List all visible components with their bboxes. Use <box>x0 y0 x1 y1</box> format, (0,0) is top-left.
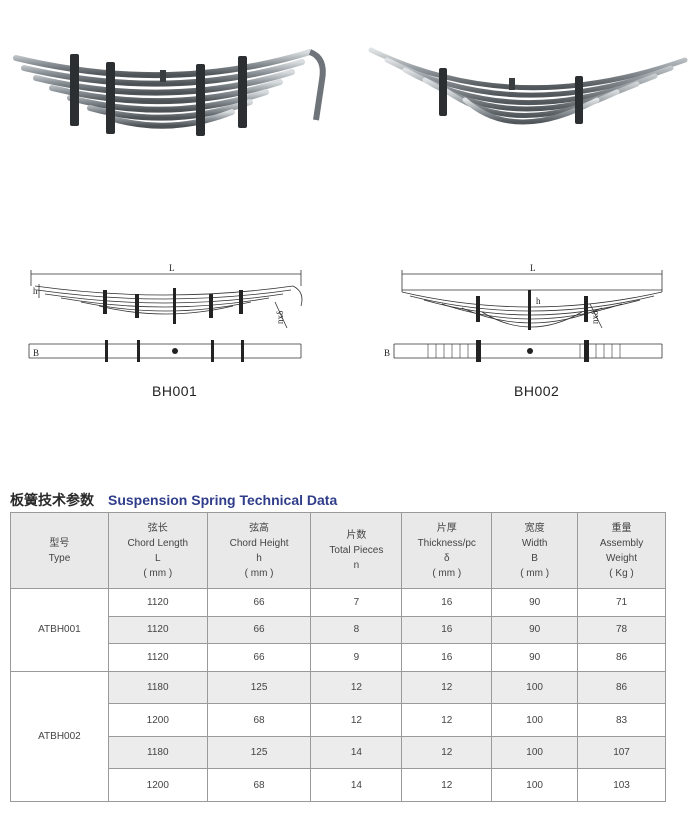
table-row: 1200 68 12 12 100 83 <box>11 703 666 737</box>
dim-thickness-b: nxδ <box>590 311 600 324</box>
section-title-en: Suspension Spring Technical Data <box>108 492 338 508</box>
type-cell-atbh001: ATBH001 <box>10 588 109 672</box>
table-row: 1120 66 9 16 90 86 <box>11 643 666 672</box>
table-cell: 100 <box>491 735 579 770</box>
table-cell: 68 <box>206 768 312 802</box>
table-cell: 125 <box>206 735 312 770</box>
table-row: 1200 68 14 12 100 103 <box>11 768 666 802</box>
dim-width-a: B <box>33 348 39 358</box>
table-cell: 12 <box>310 670 403 705</box>
table-cell: 12 <box>401 735 493 770</box>
table-cell: 16 <box>401 615 493 645</box>
table-cell: 90 <box>491 615 579 645</box>
technical-drawing-bh001: L h nxδ B <box>28 263 303 362</box>
table-cell: 14 <box>310 735 403 770</box>
table-cell: 1180 <box>107 735 208 770</box>
table-cell: 14 <box>310 768 403 802</box>
leaf-spring-photo-a <box>13 49 326 136</box>
table-cell: 90 <box>491 643 579 672</box>
table-cell: 12 <box>310 703 403 737</box>
table-cell: 83 <box>577 703 666 737</box>
table-cell: 100 <box>491 703 579 737</box>
table-cell: 8 <box>310 615 403 645</box>
technical-drawing-bh002: L h nxδ B <box>384 263 663 362</box>
dim-chord-height-b: h <box>536 296 541 306</box>
table-cell: 7 <box>310 588 403 617</box>
table-cell: 90 <box>491 588 579 617</box>
dim-chord-length-b: L <box>530 263 536 273</box>
table-cell: 1120 <box>107 643 208 672</box>
table-cell: 16 <box>401 588 493 617</box>
type-cell-atbh002: ATBH002 <box>10 670 109 802</box>
dim-chord-height-a: h <box>33 286 38 296</box>
table-cell: 103 <box>577 768 666 802</box>
table-cell: 12 <box>401 703 493 737</box>
table-cell: 9 <box>310 643 403 672</box>
table-cell: 78 <box>577 615 666 645</box>
dim-width-b: B <box>384 348 390 358</box>
table-cell: 12 <box>401 768 493 802</box>
table-cell: 86 <box>577 670 666 705</box>
table-row: ATBH001 1120 66 7 16 90 71 <box>10 588 666 672</box>
table-cell: 12 <box>401 670 493 705</box>
table-cell: 125 <box>206 670 312 705</box>
table-cell: 71 <box>577 588 666 617</box>
table-cell: 1120 <box>107 615 208 645</box>
dim-chord-length-a: L <box>169 263 175 273</box>
table-cell: 1180 <box>107 670 208 705</box>
table-cell: 100 <box>491 768 579 802</box>
table-cell: 16 <box>401 643 493 672</box>
table-cell: 1200 <box>107 768 208 802</box>
section-title-zh: 板簧技术参数 <box>10 492 94 508</box>
table-cell: 100 <box>491 670 579 705</box>
table-cell: 107 <box>577 735 666 770</box>
leaf-spring-photo-b <box>368 47 688 125</box>
section-title: 板簧技术参数 Suspension Spring Technical Data <box>10 490 337 510</box>
table-cell: 1120 <box>107 588 208 617</box>
table-cell: 66 <box>206 615 312 645</box>
table-row: 1120 66 8 16 90 78 <box>11 615 666 645</box>
table-cell: 1200 <box>107 703 208 737</box>
table-row: ATBH002 1180 125 12 12 100 86 <box>10 670 666 802</box>
table-cell: 86 <box>577 643 666 672</box>
table-cell: 66 <box>206 588 312 617</box>
model-label-bh002: BH002 <box>514 383 560 399</box>
table-cell: 68 <box>206 703 312 737</box>
dim-thickness-a: nxδ <box>275 311 285 324</box>
table-row: 1180 125 14 12 100 107 <box>11 735 666 770</box>
model-label-bh001: BH001 <box>152 383 198 399</box>
table-cell: 66 <box>206 643 312 672</box>
